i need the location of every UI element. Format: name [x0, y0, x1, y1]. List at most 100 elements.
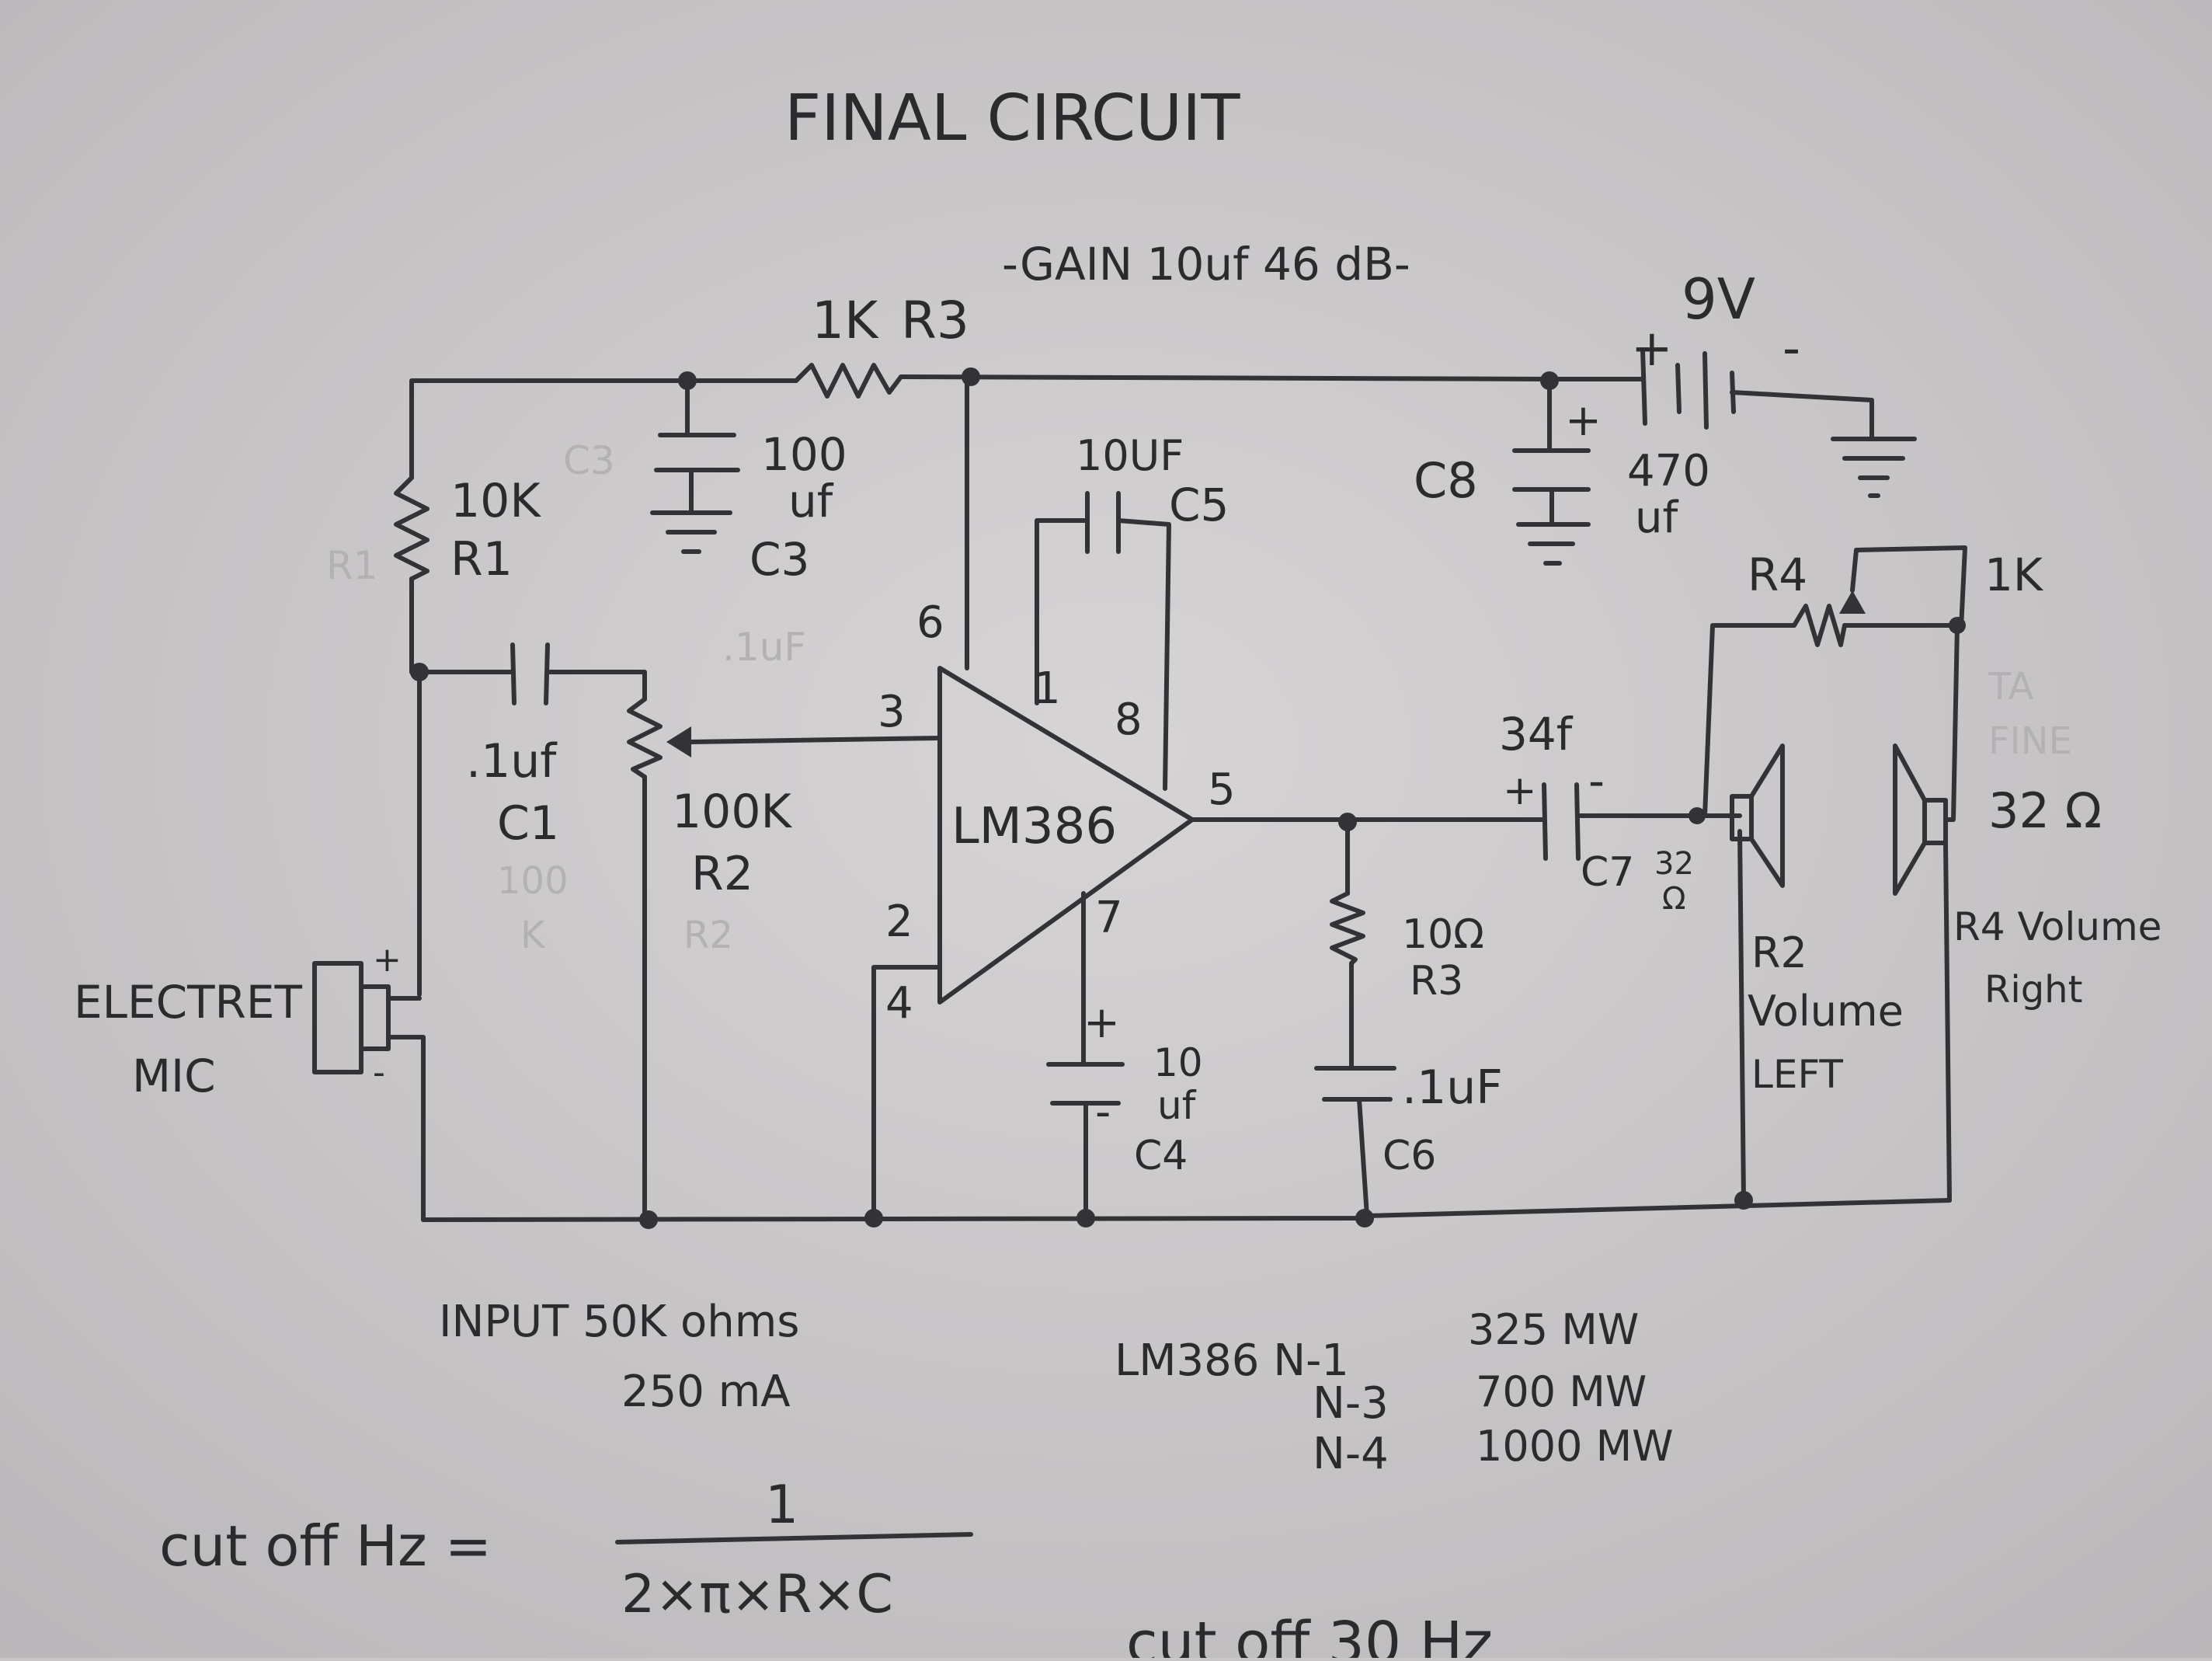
- c7-minus-label: -: [1588, 754, 1605, 807]
- r3-out-value-label: 10Ω: [1402, 911, 1484, 958]
- battery-symbol: [1640, 347, 1736, 430]
- capacitor-c6-symbol: [1314, 1066, 1396, 1102]
- junction-dot: [410, 663, 429, 681]
- pin-6-label: 6: [916, 597, 944, 648]
- junction-dot: [1689, 807, 1706, 824]
- resistor-r1-symbol: [394, 475, 430, 581]
- left-speaker-label-line3: LEFT: [1751, 1052, 1843, 1097]
- c4-value-label: 10: [1153, 1040, 1203, 1085]
- formula-denominator: 2×π×R×C: [621, 1564, 893, 1625]
- pin-7-label: 7: [1095, 893, 1123, 943]
- ghost-label: .1uF: [722, 625, 806, 670]
- ghost-label: FINE: [1988, 719, 2072, 763]
- wire: [1116, 518, 1171, 791]
- current-note: 250 mA: [621, 1367, 791, 1417]
- wiring: [386, 374, 1967, 1222]
- potentiometer-r4-symbol: [1792, 604, 1847, 647]
- battery-plus-label: +: [1631, 320, 1673, 378]
- r2-value-label: 100K: [672, 785, 793, 839]
- mic-label: ELECTRET: [74, 976, 302, 1029]
- r3-ref-label: R3: [901, 291, 969, 350]
- wire: [1702, 623, 1796, 818]
- fraction-bar: [615, 1532, 973, 1544]
- c4-minus-label: -: [1095, 1087, 1111, 1137]
- wire: [545, 670, 647, 702]
- speaker-left-icon: [1730, 743, 1785, 888]
- ic-name-label: LM386: [951, 798, 1117, 855]
- r3-out-ref-label: R3: [1410, 958, 1463, 1005]
- junction-dot: [1949, 617, 1966, 634]
- wire: [1943, 841, 1952, 1203]
- ghost-label: R2: [683, 914, 733, 957]
- mic-label-line2: MIC: [132, 1050, 216, 1102]
- c8-unit-label: uf: [1635, 493, 1678, 543]
- r4-value-label: 1K: [1984, 548, 2044, 601]
- pin-8-label: 8: [1115, 695, 1143, 745]
- power-variant: LM386 N-1: [1115, 1335, 1349, 1386]
- c7-impedance-unit: Ω: [1662, 881, 1686, 917]
- c4-ref-label: C4: [1134, 1133, 1188, 1179]
- capacitor-c7-symbol: [1542, 782, 1581, 861]
- pin-5-label: 5: [1208, 764, 1236, 815]
- wire: [689, 736, 942, 744]
- capacitor-c8-symbol: [1512, 378, 1591, 566]
- pin-4-label: 4: [885, 978, 913, 1029]
- power-value: 1000 MW: [1476, 1422, 1674, 1471]
- resistor-r3-out-symbol: [1330, 891, 1365, 966]
- wire: [899, 374, 1645, 381]
- bottom-cutoff-note: cut off 30 Hz: [1126, 1610, 1493, 1658]
- junction-dot: [1338, 813, 1357, 831]
- page-title: FINAL CIRCUIT: [784, 82, 1240, 155]
- ghost-label: 100: [497, 859, 569, 903]
- c8-value-label: 470: [1627, 446, 1710, 496]
- c1-value-label: .1uf: [466, 734, 558, 789]
- wire: [1850, 545, 1967, 630]
- pin-3-label: 3: [878, 687, 906, 737]
- wire: [1737, 829, 1746, 1203]
- ghost-marks: C3 R1 .1uF 100 K R2 TA FINE: [326, 438, 2072, 957]
- capacitor-c5-symbol: [1085, 491, 1121, 554]
- lm386-triangle: [937, 666, 1195, 1005]
- junction-dot: [1734, 1191, 1753, 1210]
- speaker-impedance-label: 32 Ω: [1988, 782, 2102, 839]
- r1-ref-label: R1: [450, 532, 513, 587]
- power-value: 325 MW: [1468, 1305, 1639, 1354]
- capacitor-c4-symbol: [1046, 1062, 1125, 1106]
- wire: [871, 965, 942, 1221]
- junction-dot: [1355, 1209, 1374, 1227]
- junctions: [410, 367, 1966, 1229]
- r1-value-label: 10K: [450, 474, 541, 528]
- c7-value-label: 34f: [1499, 708, 1574, 761]
- r3-label: 1K: [812, 291, 879, 350]
- wire: [1943, 623, 1960, 822]
- c3-unit-label: uf: [788, 475, 834, 528]
- c8-plus-label: +: [1565, 395, 1602, 446]
- c3-ref-label: C3: [750, 533, 809, 586]
- power-variant: N-3: [1313, 1378, 1389, 1429]
- wire: [1035, 518, 1090, 705]
- formula-lhs: cut off Hz =: [159, 1513, 492, 1579]
- capacitor-c3-symbol: [650, 433, 740, 554]
- power-table: LM386 N-1 325 MW N-3 700 MW N-4 1000 MW: [1115, 1305, 1674, 1479]
- c8-ref-label: C8: [1414, 452, 1478, 509]
- battery-voltage-label: 9V: [1682, 266, 1755, 332]
- gain-note: -GAIN 10uf 46 dB-: [1002, 238, 1410, 291]
- c6-value-label: .1uF: [1402, 1060, 1503, 1115]
- c4-unit-label: uf: [1157, 1083, 1197, 1128]
- wire: [1357, 1097, 1369, 1218]
- wire: [386, 1035, 426, 1222]
- resistor-r3-symbol: [794, 363, 903, 399]
- ghost-label: R1: [326, 543, 378, 588]
- junction-dot: [864, 1209, 883, 1227]
- left-speaker-label-line2: Volume: [1748, 987, 1904, 1036]
- c5-value-label: 10UF: [1076, 431, 1184, 480]
- junction-dot: [1076, 1209, 1095, 1227]
- pin-1-label: 1: [1033, 663, 1061, 714]
- r4-ref-label: R4: [1748, 548, 1807, 601]
- ghost-label: TA: [1988, 665, 2034, 709]
- cutoff-formula: cut off Hz = 1 2×π×R×C: [159, 1475, 973, 1625]
- c1-ref-label: C1: [497, 796, 559, 851]
- electret-mic-symbol: [312, 961, 391, 1074]
- potentiometer-r2-symbol: [627, 697, 663, 779]
